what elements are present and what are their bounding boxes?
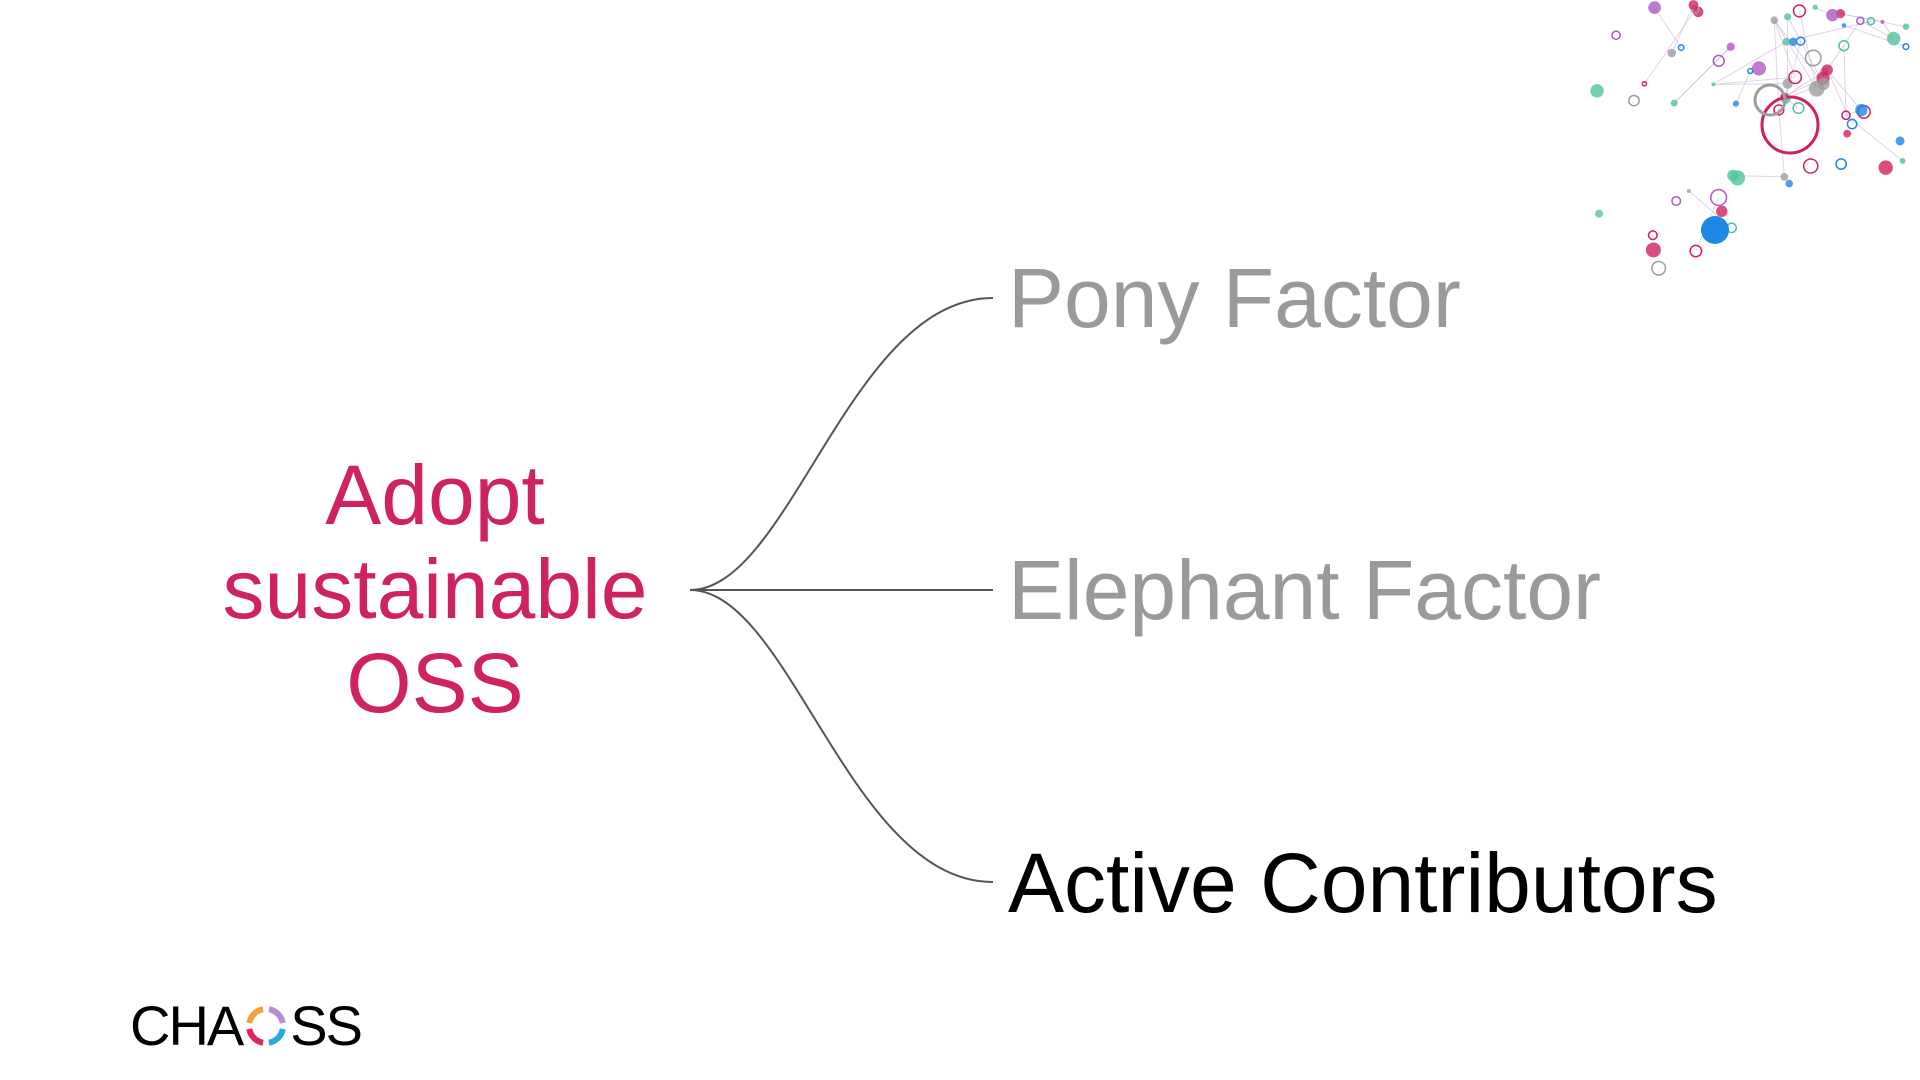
network-node xyxy=(1752,61,1766,75)
network-highlight-node xyxy=(1701,216,1729,244)
network-edge xyxy=(1736,71,1750,104)
root-line-3: OSS xyxy=(180,636,690,730)
logo-ring-segment xyxy=(249,1029,263,1043)
network-node xyxy=(1804,159,1818,173)
chaoss-logo: CHA SS xyxy=(130,996,370,1056)
network-node xyxy=(1689,0,1699,10)
network-node xyxy=(1789,38,1797,46)
network-node xyxy=(1733,101,1739,107)
logo-text-suffix: SS xyxy=(290,996,361,1056)
network-node xyxy=(1612,31,1620,39)
network-node xyxy=(1785,180,1793,188)
connector-active-contributors xyxy=(690,590,993,882)
network-node xyxy=(1727,43,1735,51)
network-edge xyxy=(1827,70,1861,110)
network-node xyxy=(1813,5,1818,10)
logo-ring-segment xyxy=(249,1009,263,1023)
network-edge xyxy=(1774,20,1779,110)
network-node xyxy=(1711,82,1715,86)
network-edge xyxy=(1644,10,1695,84)
network-node xyxy=(1648,231,1657,240)
network-node xyxy=(1826,9,1838,21)
root-node: Adopt sustainable OSS xyxy=(180,448,690,730)
network-node xyxy=(1843,130,1851,138)
network-node xyxy=(1652,261,1666,275)
root-line-2: sustainable xyxy=(180,542,690,636)
network-node xyxy=(1727,170,1738,181)
network-node xyxy=(1783,79,1793,89)
network-node xyxy=(1690,245,1701,256)
connector-pony-factor xyxy=(690,298,993,590)
network-node xyxy=(1903,23,1910,30)
network-node xyxy=(1880,20,1884,24)
logo-text-prefix: CHA xyxy=(130,996,242,1056)
network-node xyxy=(1900,158,1906,164)
network-node xyxy=(1794,5,1806,17)
network-edges xyxy=(1644,5,1906,251)
network-edge xyxy=(1846,115,1903,161)
network-node xyxy=(1842,23,1847,28)
network-node xyxy=(1748,69,1753,74)
network-node xyxy=(1784,13,1791,20)
network-node xyxy=(1896,136,1905,145)
network-edge xyxy=(1779,110,1785,177)
network-node xyxy=(1595,210,1603,218)
network-node xyxy=(1878,160,1892,174)
branch-elephant-factor: Elephant Factor xyxy=(1008,542,1601,638)
network-node xyxy=(1678,45,1683,50)
network-node xyxy=(1781,173,1789,181)
branch-pony-factor: Pony Factor xyxy=(1008,250,1461,346)
logo-ring-segment xyxy=(269,1029,283,1043)
network-node xyxy=(1836,159,1846,169)
network-edge xyxy=(1844,46,1846,116)
root-line-1: Adopt xyxy=(180,448,690,542)
network-node xyxy=(1770,16,1778,24)
network-edge xyxy=(1827,70,1852,124)
network-node xyxy=(1672,197,1681,206)
network-node xyxy=(1646,242,1661,257)
network-graphic xyxy=(1540,0,1920,350)
network-highlight-node xyxy=(1762,97,1818,153)
network-node xyxy=(1629,95,1639,105)
network-node xyxy=(1887,32,1901,46)
network-node xyxy=(1817,78,1829,90)
logo-ring-icon xyxy=(243,1003,289,1049)
branch-active-contributors: Active Contributors xyxy=(1008,835,1718,931)
network-node xyxy=(1671,100,1678,107)
logo-ring-segment xyxy=(269,1009,283,1023)
network-edge xyxy=(1655,8,1682,48)
network-node xyxy=(1687,189,1691,193)
network-edge xyxy=(1774,20,1823,84)
network-node xyxy=(1716,206,1727,217)
network-node xyxy=(1806,50,1822,66)
network-edge xyxy=(1674,47,1730,103)
network-node xyxy=(1648,1,1661,14)
network-node xyxy=(1667,49,1676,58)
network-node xyxy=(1855,104,1867,116)
network-node xyxy=(1713,55,1724,66)
network-node xyxy=(1590,84,1603,97)
